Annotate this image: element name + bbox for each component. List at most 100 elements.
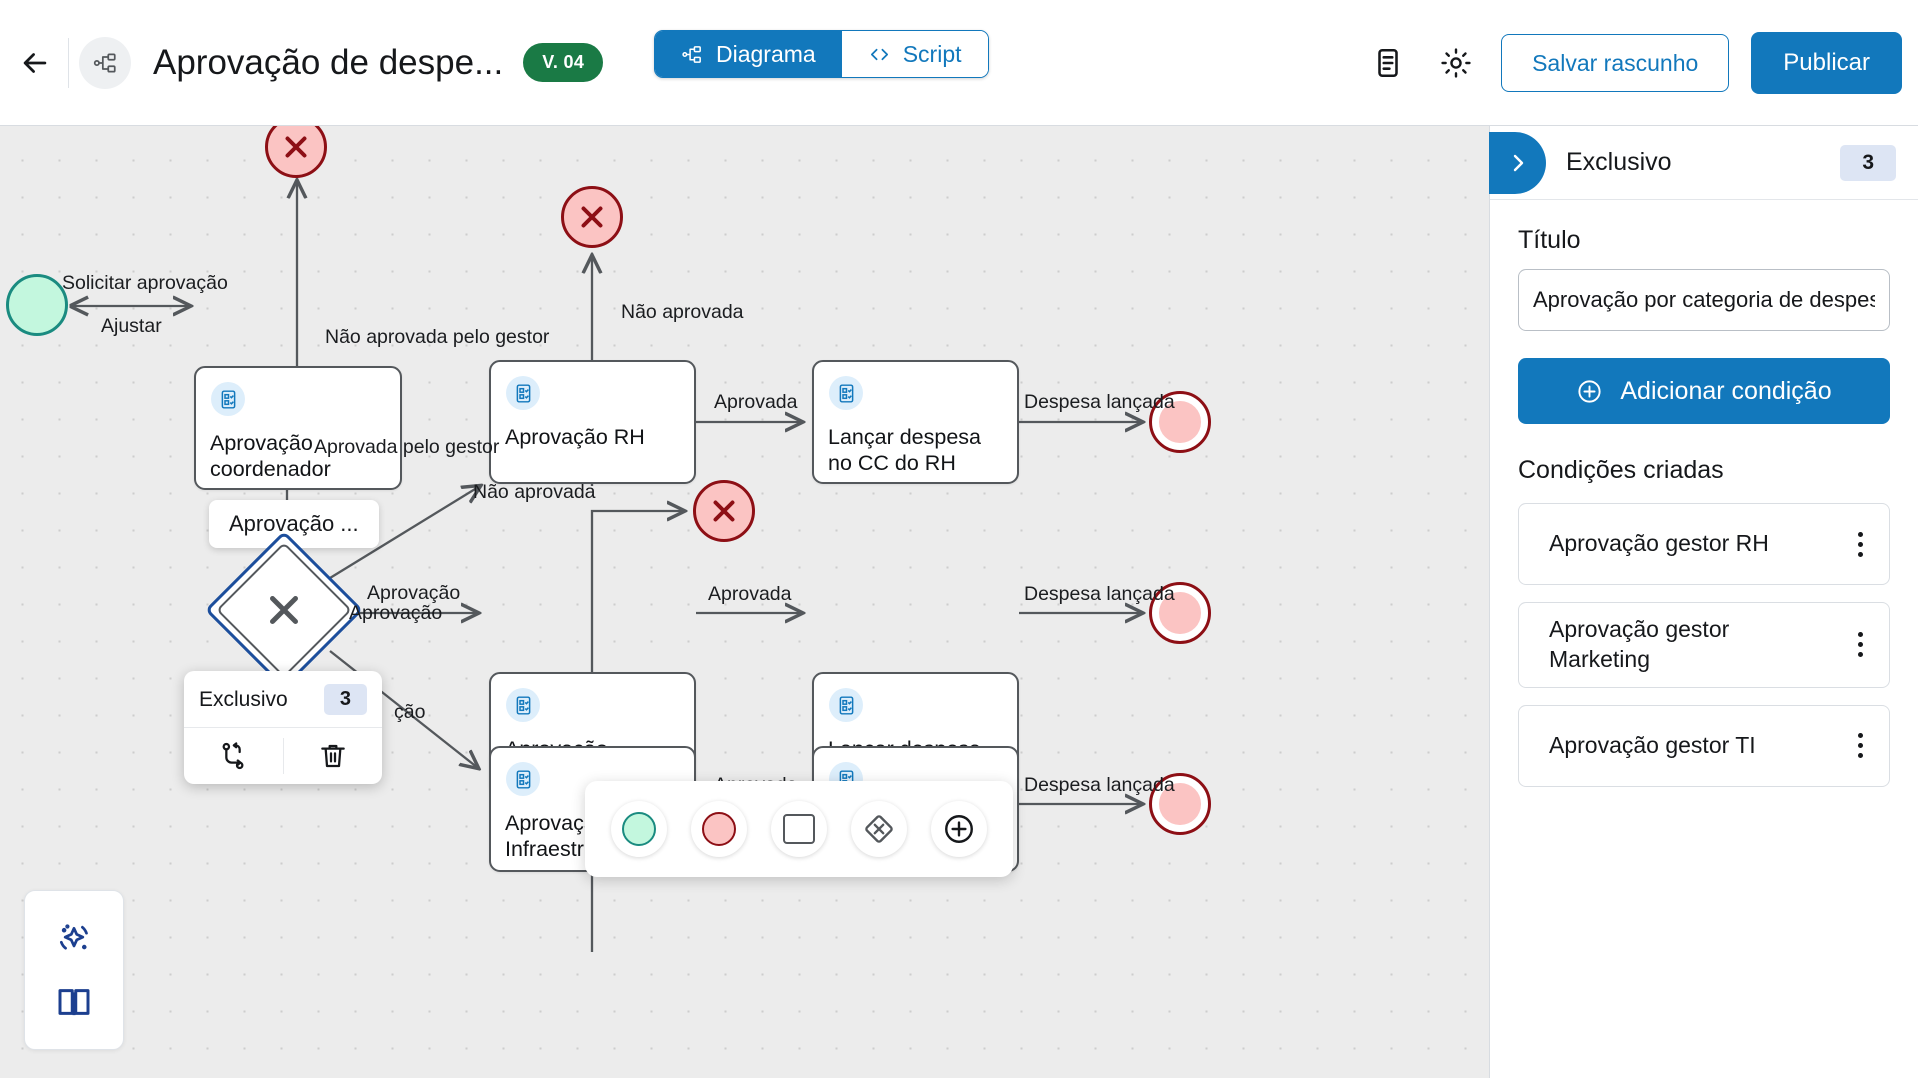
trash-icon: [320, 744, 345, 768]
edge-label-despesa-lancada-infra: Despesa lançada: [1024, 774, 1175, 796]
end-event-infraestrutura[interactable]: [1149, 773, 1211, 835]
sidebar-header: Exclusivo 3: [1489, 126, 1918, 200]
add-condition-button[interactable]: Adicionar condição: [1518, 358, 1890, 424]
tab-diagrama[interactable]: Diagrama: [655, 31, 842, 77]
chevron-right-icon: [1513, 154, 1523, 172]
conditions-section-title: Condições criadas: [1518, 456, 1724, 484]
checklist-icon: [211, 382, 245, 416]
tab-diagrama-label: Diagrama: [716, 40, 816, 67]
condition-label: Aprovação gestor Marketing: [1549, 616, 1730, 672]
page-title: Aprovação de despe...: [153, 42, 504, 82]
condition-menu-button[interactable]: [1850, 626, 1871, 663]
properties-sidebar: Exclusivo 3 Título Adicionar condição Co…: [1489, 126, 1918, 1078]
edge-label-aprovada-gestor: Aprovada pelo gestor: [314, 436, 500, 458]
documentation-button[interactable]: [53, 981, 95, 1023]
gateway-shape: [865, 815, 893, 843]
header-actions: Salvar rascunho Publicar: [1365, 0, 1902, 126]
task-aprovacao-coordenador[interactable]: Aprovação coordenador: [194, 366, 402, 490]
flow-nodes-icon: [79, 36, 131, 89]
edge-label-aprovacao-3: ção: [394, 701, 426, 723]
view-mode-switch: Diagrama Script: [654, 30, 989, 78]
diagram-canvas[interactable]: Aprovação coordenador Aprovação ... Apro…: [0, 126, 1489, 1078]
checklist-icon: [506, 376, 540, 410]
document-button[interactable]: [1365, 40, 1411, 86]
arrow-left-icon: [23, 52, 47, 73]
condition-menu-button[interactable]: [1850, 727, 1871, 764]
tab-script-label: Script: [902, 40, 962, 67]
task-shape: [783, 814, 815, 844]
terminate-event-coordenador[interactable]: [265, 126, 327, 178]
shape-palette: [585, 781, 1013, 877]
back-button[interactable]: [6, 34, 64, 92]
condition-card-rh[interactable]: Aprovação gestor RH: [1518, 503, 1890, 585]
gateway-x-icon: [228, 554, 340, 666]
title-input[interactable]: [1518, 269, 1890, 331]
publish-button[interactable]: Publicar: [1751, 32, 1902, 94]
condition-label: Aprovação gestor TI: [1549, 731, 1756, 758]
condition-menu-button[interactable]: [1850, 526, 1871, 563]
edge-label-despesa-lancada-rh: Despesa lançada: [1024, 391, 1175, 413]
edge-label-aprovada-marketing: Aprovada: [708, 583, 792, 605]
book-icon: [58, 989, 90, 1016]
header-divider: [68, 37, 69, 88]
code-brackets-icon: [870, 48, 888, 60]
condition-card-marketing[interactable]: Aprovação gestor Marketing: [1518, 602, 1890, 688]
save-draft-button[interactable]: Salvar rascunho: [1501, 34, 1730, 92]
start-event[interactable]: [6, 274, 68, 336]
settings-button[interactable]: [1433, 40, 1479, 86]
palette-gateway[interactable]: [851, 801, 907, 857]
terminate-event-marketing[interactable]: [693, 480, 755, 542]
checklist-icon: [829, 376, 863, 410]
add-condition-label: Adicionar condição: [1620, 376, 1832, 405]
start-event-shape: [622, 812, 656, 846]
plus-circle-icon: [945, 815, 973, 843]
edge-label-nao-aprovada-rh: Não aprovada: [621, 301, 744, 323]
close-icon: [285, 136, 307, 158]
gateway-context-menu: Exclusivo 3: [184, 671, 382, 784]
edge-label-nao-aprovada-marketing: Não aprovada: [473, 481, 596, 503]
end-event-marketing[interactable]: [1149, 582, 1211, 644]
gateway-context-actions: [184, 728, 382, 784]
sidebar-title: Exclusivo: [1566, 148, 1672, 176]
checklist-icon: [506, 762, 540, 796]
gear-icon: [1441, 48, 1471, 78]
task-label: Lançar despesa no CC do RH: [828, 425, 981, 476]
task-label: Aprovação RH: [505, 425, 645, 449]
gateway-context-badge: 3: [323, 684, 367, 715]
tab-script[interactable]: Script: [841, 31, 988, 77]
branch-button[interactable]: [184, 728, 283, 784]
palette-task[interactable]: [771, 801, 827, 857]
gateway-context-header: Exclusivo 3: [184, 671, 382, 728]
edge-label-nao-aprovada-gestor: Não aprovada pelo gestor: [325, 326, 550, 348]
delete-button[interactable]: [284, 728, 383, 784]
close-icon: [581, 206, 603, 228]
end-event-shape: [702, 812, 736, 846]
task-label: Aprovação coordenador: [210, 431, 331, 482]
checklist-icon: [829, 688, 863, 722]
close-icon: [713, 500, 735, 522]
ai-assistant-button[interactable]: [52, 917, 96, 961]
terminate-event-rh[interactable]: [561, 186, 623, 248]
exclusive-gateway[interactable]: [204, 530, 364, 690]
condition-card-ti[interactable]: Aprovação gestor TI: [1518, 704, 1890, 787]
condition-label: Aprovação gestor RH: [1549, 530, 1769, 557]
edge-label-solicitar-aprovacao: Solicitar aprovação: [62, 272, 228, 294]
edge-label-aprovada-rh: Aprovada: [714, 391, 798, 413]
document-icon: [1378, 48, 1398, 78]
version-badge: V. 04: [523, 43, 604, 82]
canvas-tools-panel: [24, 890, 124, 1050]
task-lancar-cc-rh[interactable]: Lançar despesa no CC do RH: [812, 360, 1019, 484]
palette-start-event[interactable]: [611, 801, 667, 857]
plus-circle-icon: [1578, 379, 1601, 403]
task-aprovacao-rh[interactable]: Aprovação RH: [489, 360, 696, 484]
end-event-rh[interactable]: [1149, 391, 1211, 453]
edge-label-despesa-lancada-marketing: Despesa lançada: [1024, 583, 1175, 605]
edge-label-aprovacao-2: Aprovação: [349, 602, 443, 624]
palette-add[interactable]: [931, 801, 987, 857]
context-separator: [282, 738, 284, 774]
palette-end-event[interactable]: [691, 801, 747, 857]
app-header: Aprovação de despe... V. 04 Diagrama Scr…: [0, 0, 1918, 126]
checklist-icon: [506, 688, 540, 722]
sidebar-collapse-button[interactable]: [1489, 132, 1546, 194]
edge-label-aprovacao-1: Aprovação: [367, 582, 461, 604]
